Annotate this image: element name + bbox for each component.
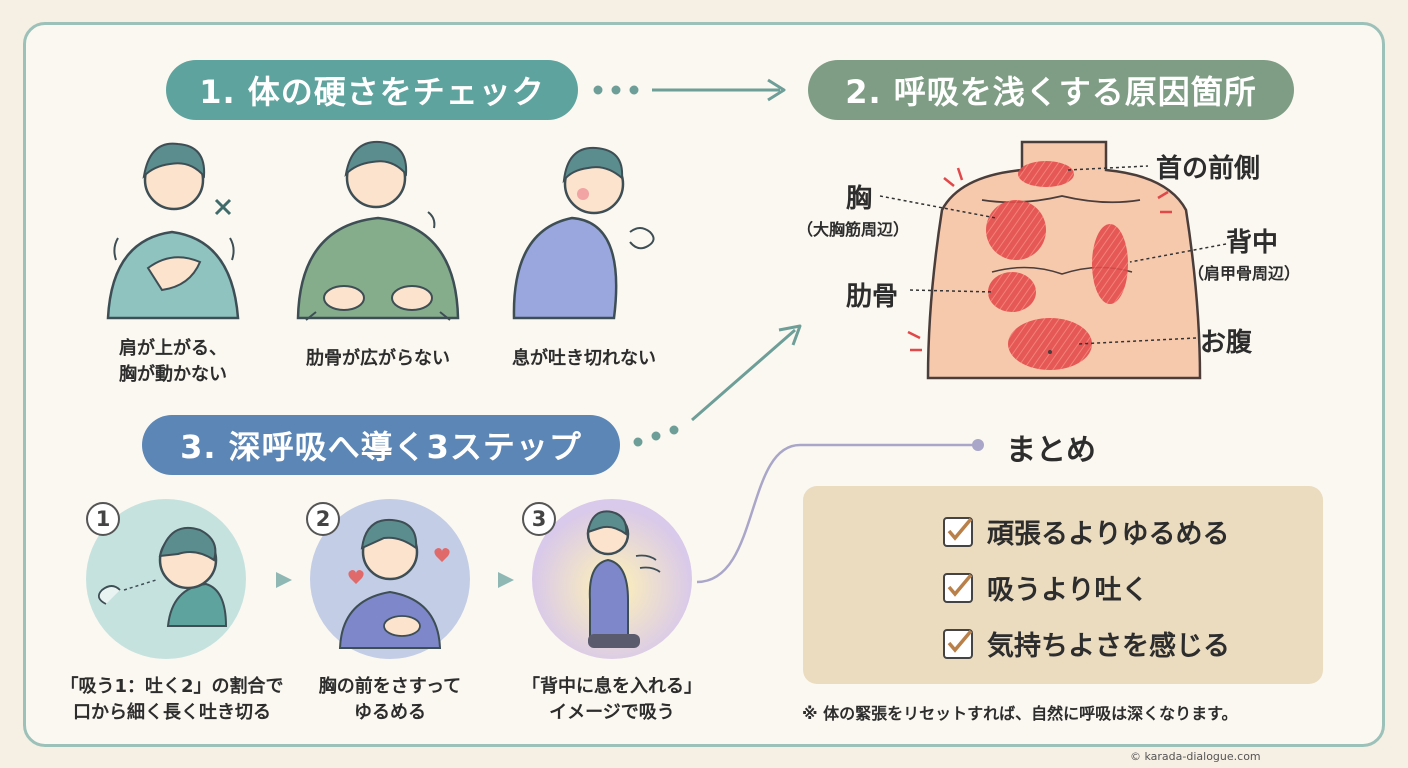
figure-shoulders-raised <box>106 142 240 320</box>
figure-cant-exhale <box>512 146 655 320</box>
summary-note: ※ 体の緊張をリセットすれば、自然に呼吸は深くなります。 <box>802 704 1238 723</box>
section-1-title: 1. 体の硬さをチェック <box>166 60 578 120</box>
label-ribs: 肋骨 <box>846 282 899 312</box>
caption-line: 胸が動かない <box>119 364 227 386</box>
summary-title: まとめ <box>1006 433 1096 468</box>
summary-item-label: 吸うより吐く <box>987 575 1149 606</box>
checkbox-checked-icon <box>943 628 973 659</box>
caption-line: 胸の前をさすって <box>318 676 462 697</box>
step-chevrons <box>276 572 514 588</box>
label-chest-sub: （大胸筋周辺） <box>797 220 910 239</box>
summary-item-3: 気持ちよさを感じる <box>943 624 1230 663</box>
figure-ribs-not-expanding <box>296 140 460 321</box>
step-3-caption: 「背中に息を入れる」 イメージで吸う <box>512 674 712 726</box>
step-1-number: 1 <box>86 502 120 536</box>
checkbox-checked-icon <box>943 516 973 547</box>
step-2-caption: 胸の前をさすって ゆるめる <box>300 674 480 726</box>
check-caption-1: 肩が上がる、 胸が動かない <box>98 336 248 388</box>
step-2-illustration <box>310 499 470 659</box>
caption-line: 口から細く長く吐き切る <box>73 702 271 724</box>
summary-box: 頑張るよりゆるめる 吸うより吐く 気持ちよさを感じる <box>803 486 1323 684</box>
step-1-caption: 「吸う1：吐く2」の割合で 口から細く長く吐き切る <box>52 674 292 726</box>
arrow-1-to-2 <box>593 78 786 102</box>
step-3-number: 3 <box>522 502 556 536</box>
arrow-3-to-2 <box>633 324 802 447</box>
caption-line: ゆるめる <box>354 702 426 724</box>
check-caption-2: 肋骨が広がらない <box>306 348 450 369</box>
section-2-title: 2. 呼吸を浅くする原因箇所 <box>808 60 1294 120</box>
summary-item-1: 頑張るよりゆるめる <box>943 512 1229 551</box>
caption-line: 肩が上がる、 <box>119 338 227 359</box>
torso-illustration <box>879 140 1227 380</box>
checkbox-checked-icon <box>943 572 973 603</box>
label-chest: 胸 <box>846 184 873 214</box>
caption-line: 「背中に息を入れる」 <box>522 676 702 697</box>
label-belly: お腹 <box>1200 328 1253 358</box>
connector-steps-to-summary <box>696 439 984 584</box>
caption-line: 「吸う1：吐く2」の割合で <box>60 676 284 697</box>
summary-item-label: 頑張るよりゆるめる <box>987 519 1230 550</box>
section-3-title: 3. 深呼吸へ導く3ステップ <box>142 415 620 475</box>
summary-item-label: 気持ちよさを感じる <box>987 631 1230 662</box>
caption-line: イメージで吸う <box>549 702 675 724</box>
check-caption-3: 息が吐き切れない <box>512 348 656 369</box>
step-1-illustration <box>86 499 246 659</box>
summary-item-2: 吸うより吐く <box>943 568 1148 607</box>
copyright-text: © karada-dialogue.com <box>1130 750 1261 763</box>
step-2-number: 2 <box>306 502 340 536</box>
step-3-illustration <box>532 499 692 659</box>
label-neck: 首の前側 <box>1156 154 1261 184</box>
label-back: 背中 <box>1226 228 1279 258</box>
label-back-sub: （肩甲骨周辺） <box>1188 264 1301 283</box>
